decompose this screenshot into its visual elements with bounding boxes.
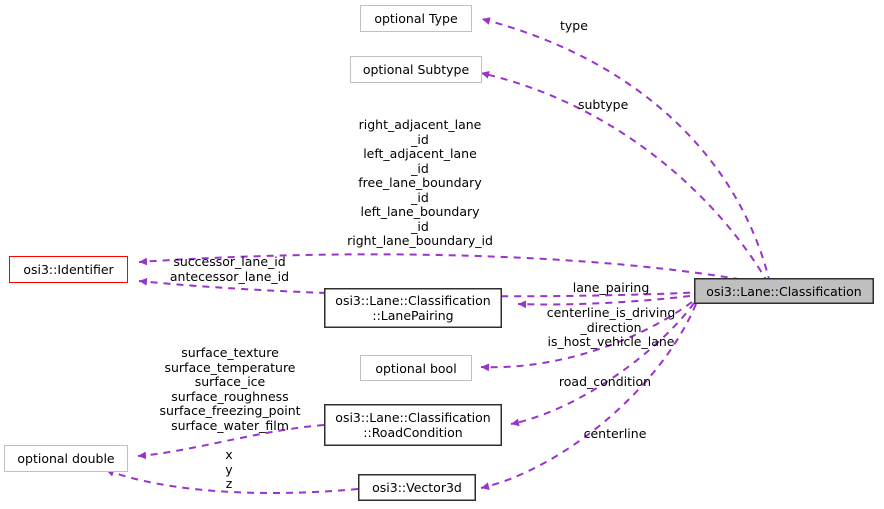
node-osi3-identifier-label: osi3::Identifier bbox=[23, 262, 114, 277]
edge-label-xyz: x y z bbox=[225, 447, 233, 491]
node-optional-double[interactable]: optional double bbox=[4, 445, 128, 472]
node-root-lane-classification[interactable]: osi3::Lane::Classification bbox=[694, 278, 874, 304]
edge-label-surface-fields: surface_texture surface_temperature surf… bbox=[159, 345, 301, 433]
node-optional-subtype[interactable]: optional Subtype bbox=[350, 56, 482, 83]
node-root-lane-classification-label: osi3::Lane::Classification bbox=[706, 283, 862, 299]
node-osi3-vector3d-label: osi3::Vector3d bbox=[372, 480, 462, 495]
node-optional-type[interactable]: optional Type bbox=[360, 5, 472, 32]
edge-label-road-condition: road_condition bbox=[558, 374, 652, 389]
edge-label-centerline: centerline bbox=[583, 426, 647, 441]
edge-label-type: type bbox=[560, 18, 588, 33]
node-lane-pairing[interactable]: osi3::Lane::Classification ::LanePairing bbox=[324, 288, 502, 328]
edge-label-lane-ids: right_adjacent_lane _id left_adjacent_la… bbox=[347, 117, 493, 248]
node-optional-bool[interactable]: optional bool bbox=[360, 355, 472, 381]
edge-label-subtype: subtype bbox=[578, 97, 629, 112]
node-osi3-identifier[interactable]: osi3::Identifier bbox=[9, 256, 128, 283]
edge-lane-pairing bbox=[517, 295, 691, 309]
node-optional-subtype-label: optional Subtype bbox=[362, 62, 470, 77]
edge-label-centerline-flags: centerline_is_driving _direction is_host… bbox=[546, 305, 676, 349]
node-osi3-vector3d[interactable]: osi3::Vector3d bbox=[358, 474, 476, 501]
node-optional-bool-label: optional bool bbox=[375, 360, 457, 376]
edge-label-lane-pairing: lane_pairing bbox=[572, 280, 650, 295]
node-optional-double-label: optional double bbox=[17, 451, 115, 466]
node-road-condition-label: osi3::Lane::Classification ::RoadConditi… bbox=[335, 410, 491, 440]
node-lane-pairing-label: osi3::Lane::Classification ::LanePairing bbox=[335, 293, 491, 323]
node-road-condition[interactable]: osi3::Lane::Classification ::RoadConditi… bbox=[324, 404, 502, 446]
edge-label-successor-antecessor: successor_lane_id antecessor_lane_id bbox=[169, 254, 290, 284]
edge-type bbox=[481, 17, 771, 284]
node-optional-type-label: optional Type bbox=[374, 11, 458, 26]
